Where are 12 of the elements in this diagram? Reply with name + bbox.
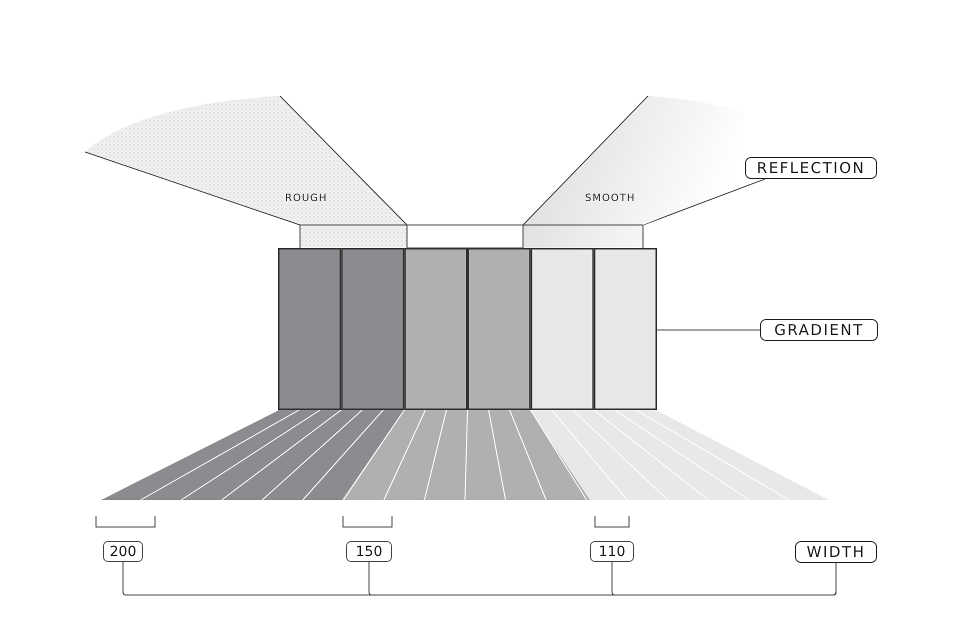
label-tag: WIDTH	[795, 541, 877, 563]
dimension-value: 110	[590, 541, 634, 562]
dimension-value: 150	[346, 541, 392, 562]
leader-line	[642, 178, 766, 226]
dimension-value: 200	[103, 541, 143, 562]
label-tag: REFLECTION	[745, 157, 877, 179]
label-tag: GRADIENT	[760, 319, 878, 341]
surface-label: SMOOTH	[585, 193, 636, 204]
surface-label: ROUGH	[285, 193, 328, 204]
bracket-line	[612, 562, 836, 596]
gradient-panel	[278, 248, 657, 410]
rough-reflection-cone	[85, 96, 407, 248]
